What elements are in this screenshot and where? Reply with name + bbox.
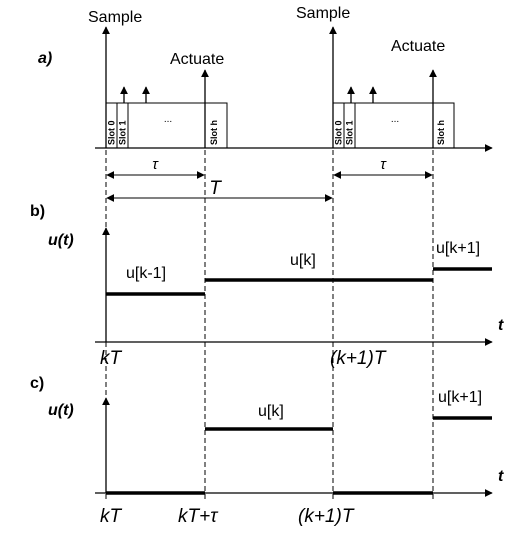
- label-u-k: u[k]: [290, 252, 316, 269]
- label-u-k-1: u[k-1]: [126, 265, 166, 282]
- slot-ellipsis: ...: [164, 114, 172, 125]
- tau-label: τ: [152, 156, 159, 173]
- sample-label: Sample: [88, 9, 142, 26]
- panel-b-axis-label: u(t): [48, 232, 74, 249]
- dimension-arrows: [106, 171, 433, 202]
- panel-b-time-label: t: [498, 317, 504, 334]
- tick-k1T: (k+1)T: [298, 506, 355, 527]
- event-arrows: [102, 26, 437, 148]
- panel-a-label: a): [38, 50, 52, 67]
- tau-label: τ: [380, 156, 387, 173]
- actuate-label: Actuate: [391, 38, 445, 55]
- period-label: T: [209, 178, 222, 199]
- panel-c-label: c): [30, 375, 44, 392]
- slot-1-label: Slot 1: [345, 120, 355, 145]
- panel-c-signal: [106, 416, 492, 495]
- label-u-k+1: u[k+1]: [438, 389, 482, 406]
- label-u-k: u[k]: [258, 403, 284, 420]
- slot-h-label: Slot h: [209, 120, 219, 145]
- slot-0-label: Slot 0: [334, 120, 344, 145]
- slot-h-label: Slot h: [436, 120, 446, 145]
- panel-b-signal: [106, 267, 492, 296]
- tick-kT: kT: [100, 348, 123, 369]
- guide-lines: [105, 150, 434, 500]
- tick-kT-tau: kT+τ: [178, 506, 219, 527]
- tick-k1T: (k+1)T: [330, 348, 387, 369]
- slot-1-label: Slot 1: [118, 120, 128, 145]
- label-u-k+1: u[k+1]: [436, 240, 480, 257]
- panel-c-time-label: t: [498, 468, 504, 485]
- slot-0-label: Slot 0: [107, 120, 117, 145]
- sample-label: Sample: [296, 5, 350, 22]
- actuate-label: Actuate: [170, 51, 224, 68]
- panel-b-label: b): [30, 203, 45, 220]
- slot-ellipsis: ...: [391, 114, 399, 125]
- panel-c-axis-label: u(t): [48, 402, 74, 419]
- tick-kT: kT: [100, 506, 123, 527]
